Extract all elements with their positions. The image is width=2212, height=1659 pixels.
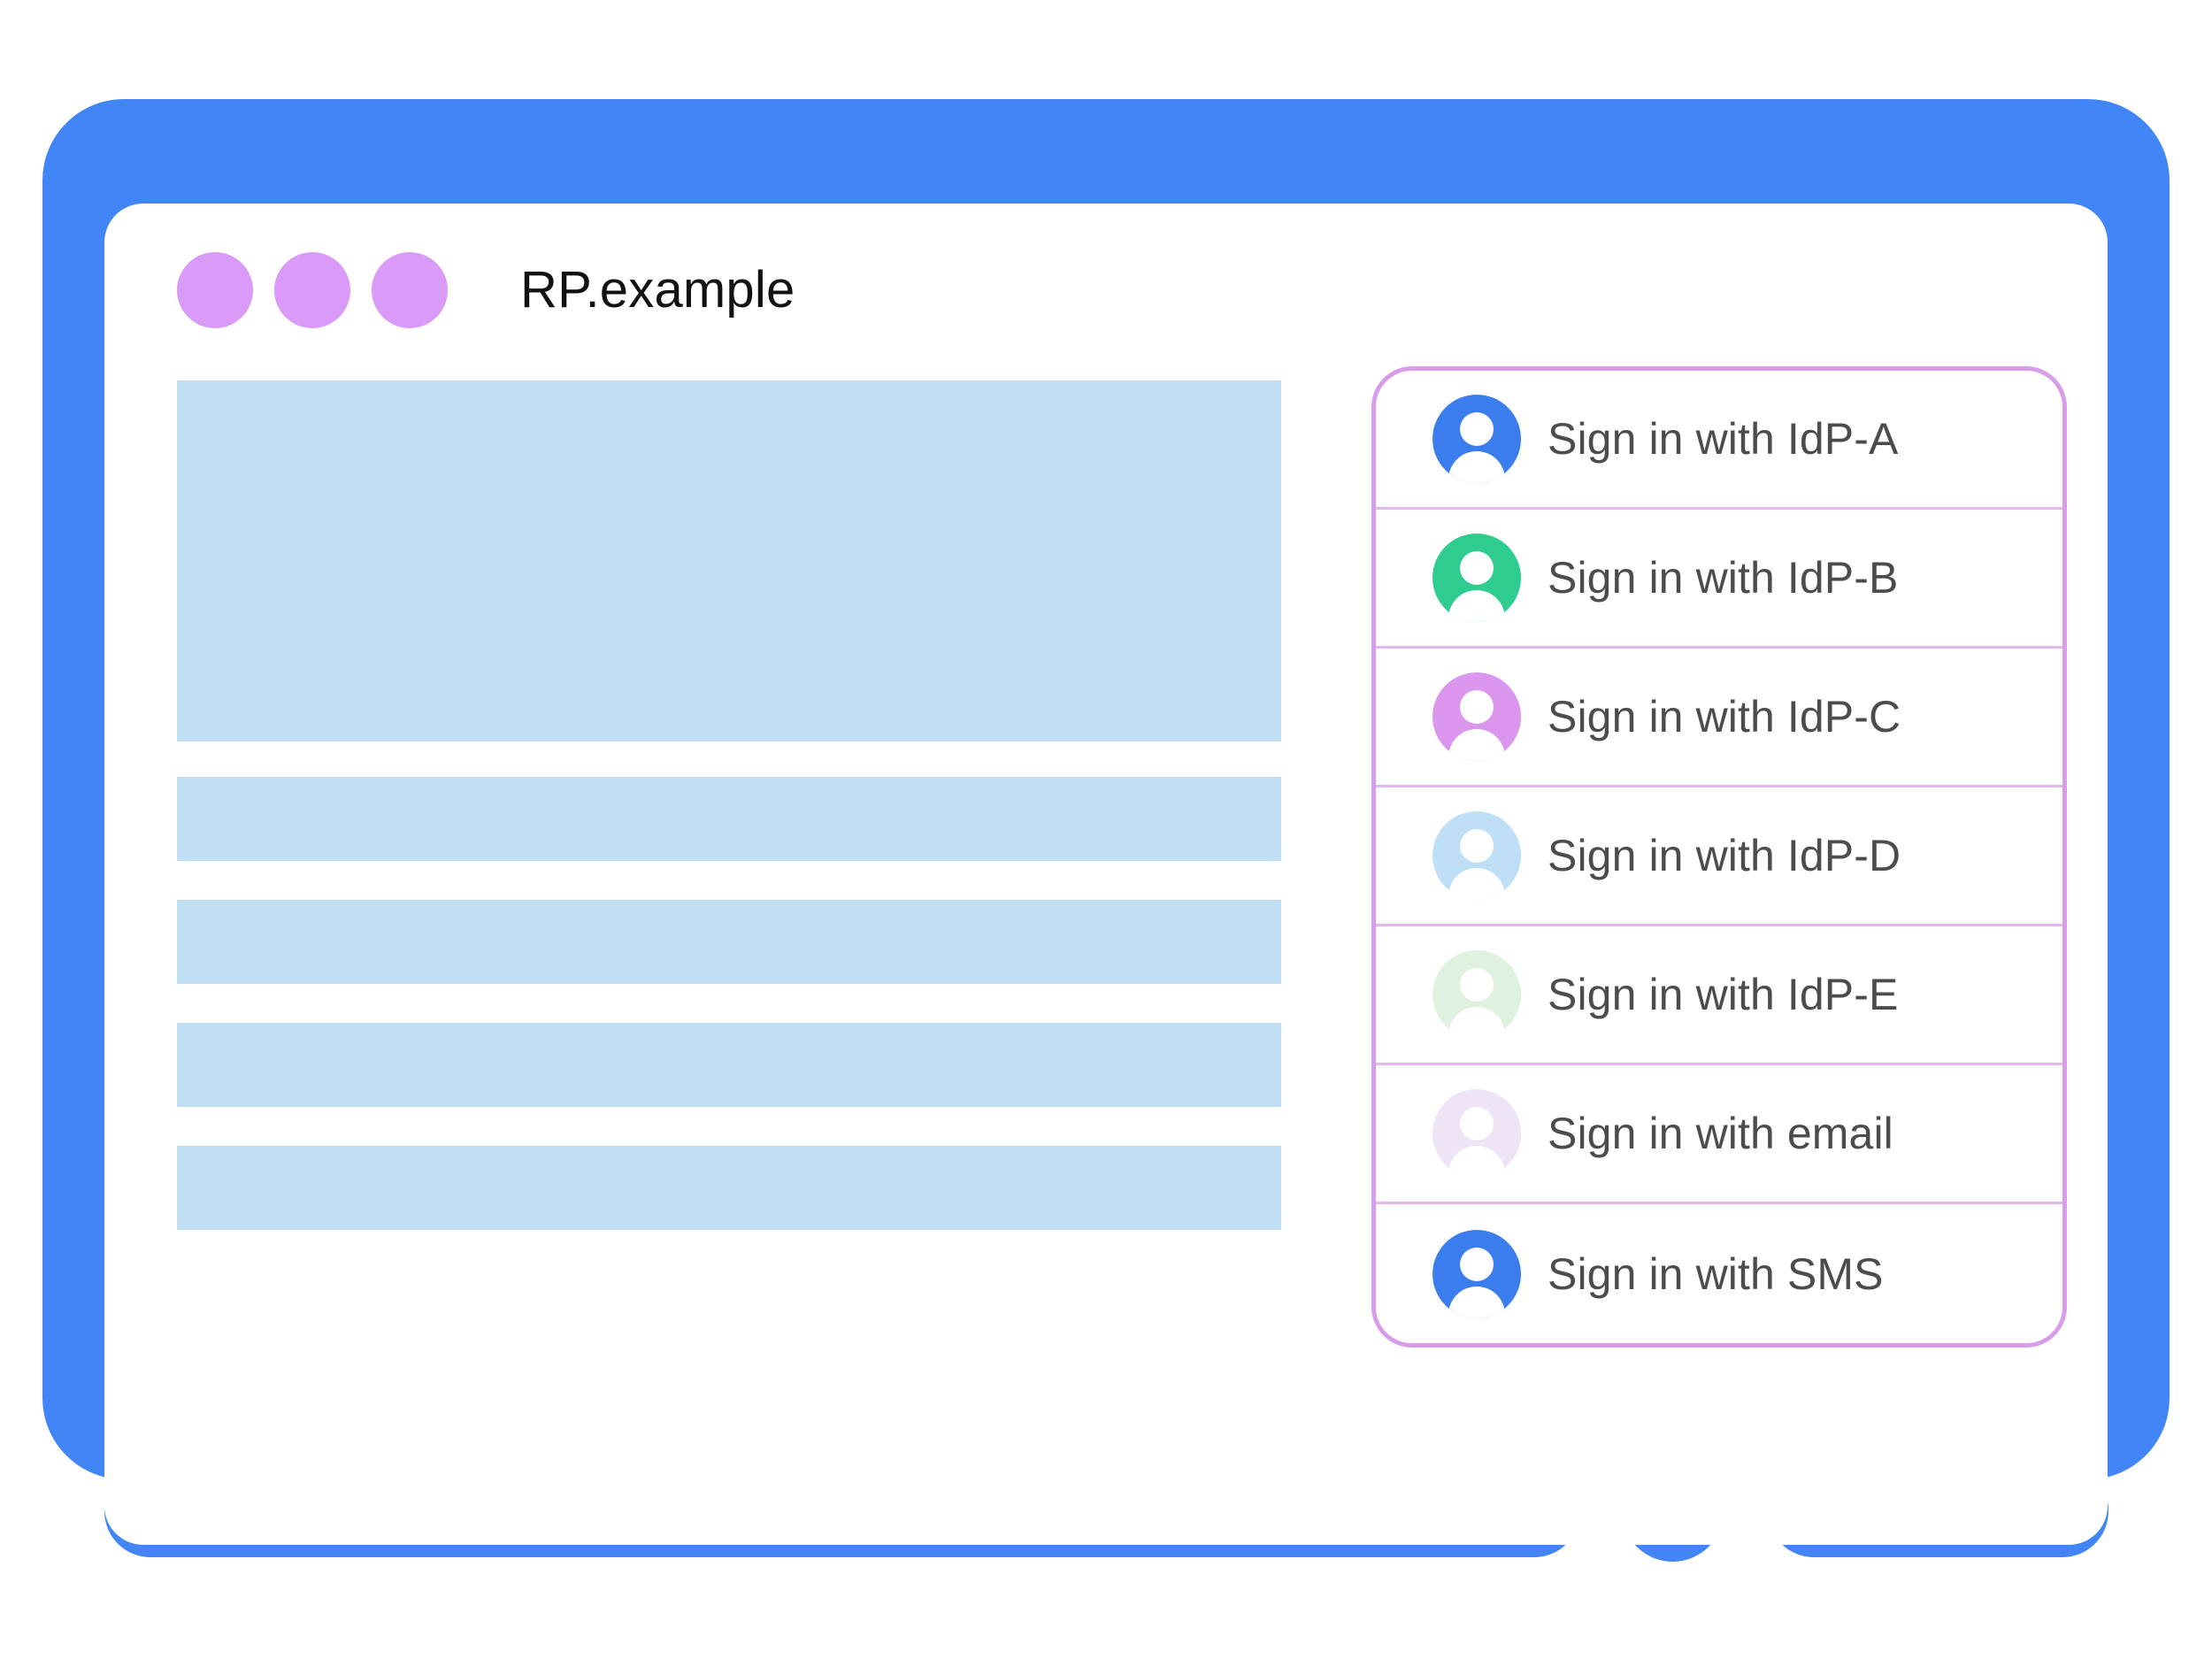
avatar-head: [1460, 1107, 1494, 1141]
avatar-shoulders: [1448, 590, 1505, 622]
signin-row[interactable]: Sign in with IdP-A: [1376, 371, 2062, 510]
text-block-4: [177, 1146, 1281, 1230]
signin-row-label: Sign in with IdP-A: [1548, 414, 1899, 464]
signin-row[interactable]: Sign in with SMS: [1376, 1204, 2062, 1343]
avatar-shoulders: [1448, 1007, 1505, 1039]
avatar-shoulders: [1448, 868, 1505, 900]
signin-row-label: Sign in with IdP-E: [1548, 970, 1899, 1019]
avatar-shoulders: [1448, 729, 1505, 761]
traffic-light-dot-2[interactable]: [274, 251, 350, 328]
signin-row-label: Sign in with IdP-C: [1548, 692, 1901, 741]
signin-row[interactable]: Sign in with IdP-C: [1376, 649, 2062, 787]
person-avatar-icon: [1432, 672, 1521, 761]
avatar-head: [1460, 829, 1494, 863]
page-title: RP.example: [520, 261, 795, 319]
browser-titlebar: RP.example: [104, 204, 2108, 376]
avatar-shoulders: [1448, 1286, 1505, 1318]
page-content-skeleton: [177, 380, 1283, 1269]
avatar-head: [1460, 690, 1494, 724]
avatar-head: [1460, 412, 1494, 446]
signin-account-chooser: Sign in with IdP-A Sign in with IdP-B Sign…: [1371, 366, 2067, 1348]
person-avatar-icon: [1432, 395, 1521, 483]
avatar-head: [1460, 1247, 1494, 1281]
avatar-head: [1460, 968, 1494, 1002]
person-avatar-icon: [1432, 1089, 1521, 1178]
person-avatar-icon: [1432, 811, 1521, 900]
traffic-light-dot-1[interactable]: [177, 251, 253, 328]
signin-row-label: Sign in with IdP-B: [1548, 553, 1899, 603]
signin-row[interactable]: Sign in with email: [1376, 1065, 2062, 1204]
avatar-shoulders: [1448, 1146, 1505, 1178]
text-block-1: [177, 777, 1281, 861]
person-avatar-icon: [1432, 1229, 1521, 1318]
avatar-shoulders: [1448, 451, 1505, 483]
person-avatar-icon: [1432, 534, 1521, 622]
text-block-3: [177, 1023, 1281, 1107]
signin-row[interactable]: Sign in with IdP-B: [1376, 510, 2062, 649]
signin-row[interactable]: Sign in with IdP-D: [1376, 787, 2062, 926]
avatar-head: [1460, 551, 1494, 585]
hero-block: [177, 380, 1281, 741]
signin-row[interactable]: Sign in with IdP-E: [1376, 926, 2062, 1065]
person-avatar-icon: [1432, 950, 1521, 1039]
traffic-light-dot-3[interactable]: [372, 251, 448, 328]
text-block-2: [177, 900, 1281, 984]
signin-row-label: Sign in with SMS: [1548, 1248, 1884, 1299]
signin-row-label: Sign in with IdP-D: [1548, 831, 1901, 880]
signin-row-label: Sign in with email: [1548, 1109, 1893, 1158]
